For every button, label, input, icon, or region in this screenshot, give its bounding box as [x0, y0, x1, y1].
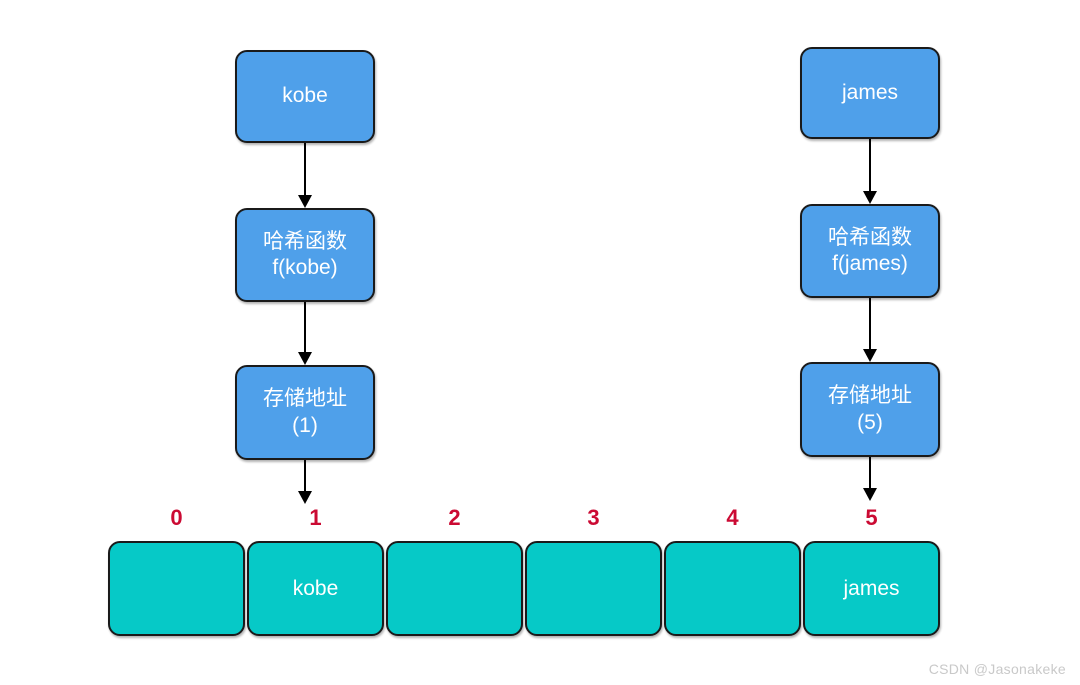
array-cell-1[interactable]: kobe [247, 541, 384, 636]
hash-box-kobe-line2: f(kobe) [272, 256, 338, 279]
address-box-kobe-line1: 存储地址 [263, 387, 347, 411]
array-cell-3[interactable] [525, 541, 662, 636]
arrow-shaft [869, 298, 871, 349]
arrow-shaft [304, 143, 306, 195]
hash-box-kobe[interactable]: 哈希函数 f(kobe) [235, 208, 375, 302]
address-box-james-line1: 存储地址 [828, 384, 912, 408]
array-index-1: 1 [309, 505, 322, 530]
key-box-james-label: james [841, 80, 899, 104]
array-cell-2[interactable] [386, 541, 523, 636]
address-box-james[interactable]: 存储地址 (5) [800, 362, 940, 457]
array-index-3: 3 [587, 505, 600, 530]
arrow-shaft [869, 457, 871, 488]
address-box-james-line2: (5) [857, 410, 883, 434]
arrow-james-hash-to-address [863, 298, 877, 362]
arrow-shaft [304, 460, 306, 491]
arrow-james-key-to-hash [863, 139, 877, 204]
arrow-james-address-to-bucket [863, 457, 877, 501]
arrow-head [298, 352, 312, 365]
array-index-row: 0 1 2 3 4 5 [108, 505, 940, 531]
array-index-4: 4 [726, 505, 739, 530]
arrow-head [863, 191, 877, 204]
arrow-kobe-hash-to-address [298, 302, 312, 365]
arrow-shaft [869, 139, 871, 191]
hash-box-james-line2: f(james) [832, 252, 908, 275]
key-box-kobe[interactable]: kobe [235, 50, 375, 143]
array-cell-0[interactable] [108, 541, 245, 636]
array-index-2: 2 [448, 505, 461, 530]
arrow-kobe-address-to-bucket [298, 460, 312, 504]
watermark-label: CSDN @Jasonakeke [928, 661, 1066, 677]
array-cell-4[interactable] [664, 541, 801, 636]
arrow-head [863, 349, 877, 362]
array-index-5: 5 [865, 505, 878, 530]
address-box-kobe-line2: (1) [292, 413, 318, 437]
hash-box-james-line1: 哈希函数 [828, 225, 912, 249]
array-index-0: 0 [170, 505, 183, 530]
array-cell-5[interactable]: james [803, 541, 940, 636]
arrow-head [298, 195, 312, 208]
key-box-kobe-label: kobe [282, 84, 328, 108]
key-box-james[interactable]: james [800, 47, 940, 139]
arrow-shaft [304, 302, 306, 352]
arrow-head [863, 488, 877, 501]
array-bucket-row: kobe james [108, 541, 940, 636]
hash-box-kobe-line1: 哈希函数 [263, 229, 347, 253]
hash-box-james[interactable]: 哈希函数 f(james) [800, 204, 940, 298]
arrow-kobe-key-to-hash [298, 143, 312, 208]
address-box-kobe[interactable]: 存储地址 (1) [235, 365, 375, 460]
arrow-head [298, 491, 312, 504]
